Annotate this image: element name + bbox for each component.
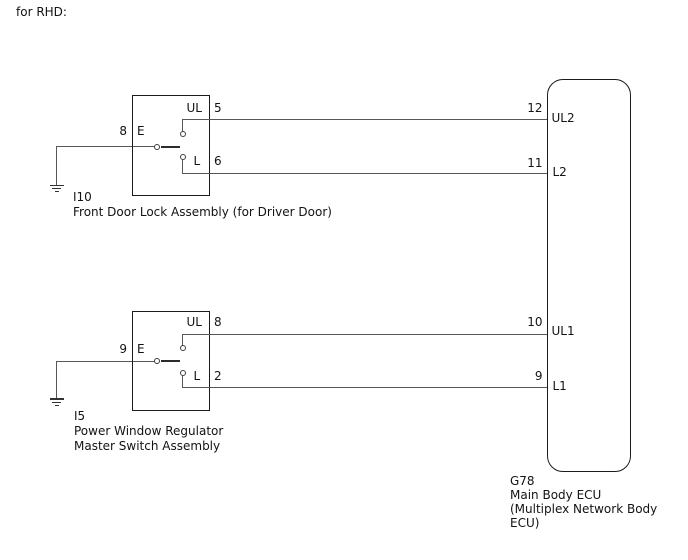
master-switch-code: I5: [74, 409, 86, 423]
ecu-pin-ul2-name: UL2: [551, 111, 575, 125]
door-lock-ul-contact: [180, 131, 186, 138]
door-lock-l-drop: [182, 160, 184, 174]
door-lock-e-wire: [56, 146, 155, 148]
master-switch-pin-l-num: 2: [214, 369, 222, 383]
master-switch-arm: [160, 360, 180, 363]
ecu-code: G78: [510, 473, 535, 488]
master-switch-pin-e-num: 9: [119, 342, 127, 356]
master-switch-e-wire: [56, 361, 155, 363]
master-switch-ul-wire: [182, 333, 548, 335]
master-switch-caption: Power Window Regulator Master Switch Ass…: [74, 424, 223, 453]
door-lock-l-wire: [182, 173, 548, 175]
ecu-caption-line3: ECU): [510, 516, 540, 531]
master-switch-l-contact: [180, 370, 186, 377]
door-lock-caption: Front Door Lock Assembly (for Driver Doo…: [73, 204, 332, 219]
ecu-pin-l1-name: L1: [552, 379, 567, 393]
ecu-pin-l2-name: L2: [552, 165, 567, 179]
door-lock-pin-ul-name: UL: [186, 101, 202, 115]
master-switch-ul-contact: [180, 345, 186, 351]
ecu-pin-l2-num: 11: [527, 156, 543, 170]
master-switch-l-drop: [182, 376, 184, 388]
door-lock-pin-l-num: 6: [214, 154, 222, 168]
ecu-pin-ul2-num: 12: [527, 101, 543, 115]
master-switch-caption-line1: Power Window Regulator: [74, 424, 224, 439]
master-switch-pin-ul-num: 8: [214, 315, 222, 329]
master-switch-pin-ul-name: UL: [186, 315, 202, 329]
ecu-pin-ul1-num: 10: [527, 315, 543, 329]
ecu-box: [546, 79, 631, 472]
door-lock-ul-wire: [182, 118, 548, 120]
door-lock-switch-box: [132, 95, 210, 196]
master-switch-box: [132, 310, 210, 411]
door-lock-ul-riser: [182, 118, 184, 132]
master-switch-pin-e-name: E: [137, 342, 145, 356]
ecu-caption: G78 Main Body ECU (Multiplex Network Bod…: [510, 474, 657, 531]
door-lock-code: I10: [73, 189, 92, 204]
master-switch-pin-l-name: L: [193, 369, 201, 383]
door-lock-common-contact: [154, 143, 161, 150]
door-lock-l-contact: [180, 154, 186, 160]
door-lock-pin-e-num: 8: [119, 124, 127, 138]
master-switch-ul-riser: [182, 333, 184, 346]
door-lock-pin-ul-num: 5: [214, 101, 222, 115]
door-lock-pin-l-name: L: [193, 154, 201, 168]
master-switch-common-contact: [154, 358, 161, 365]
door-lock-ground-lead: [56, 146, 58, 185]
ecu-pin-l1-num: 9: [534, 369, 543, 383]
master-switch-caption-line2: Master Switch Assembly: [74, 438, 221, 453]
door-lock-pin-e-name: E: [137, 124, 145, 138]
diagram-title: for RHD:: [16, 5, 67, 19]
door-lock-switch-arm: [160, 145, 180, 148]
ecu-pin-ul1-name: UL1: [551, 324, 575, 338]
ecu-caption-line1: Main Body ECU: [510, 487, 602, 502]
master-switch-l-wire: [182, 386, 548, 388]
master-switch-ground-lead: [56, 361, 58, 399]
ecu-caption-line2: (Multiplex Network Body: [510, 502, 658, 517]
